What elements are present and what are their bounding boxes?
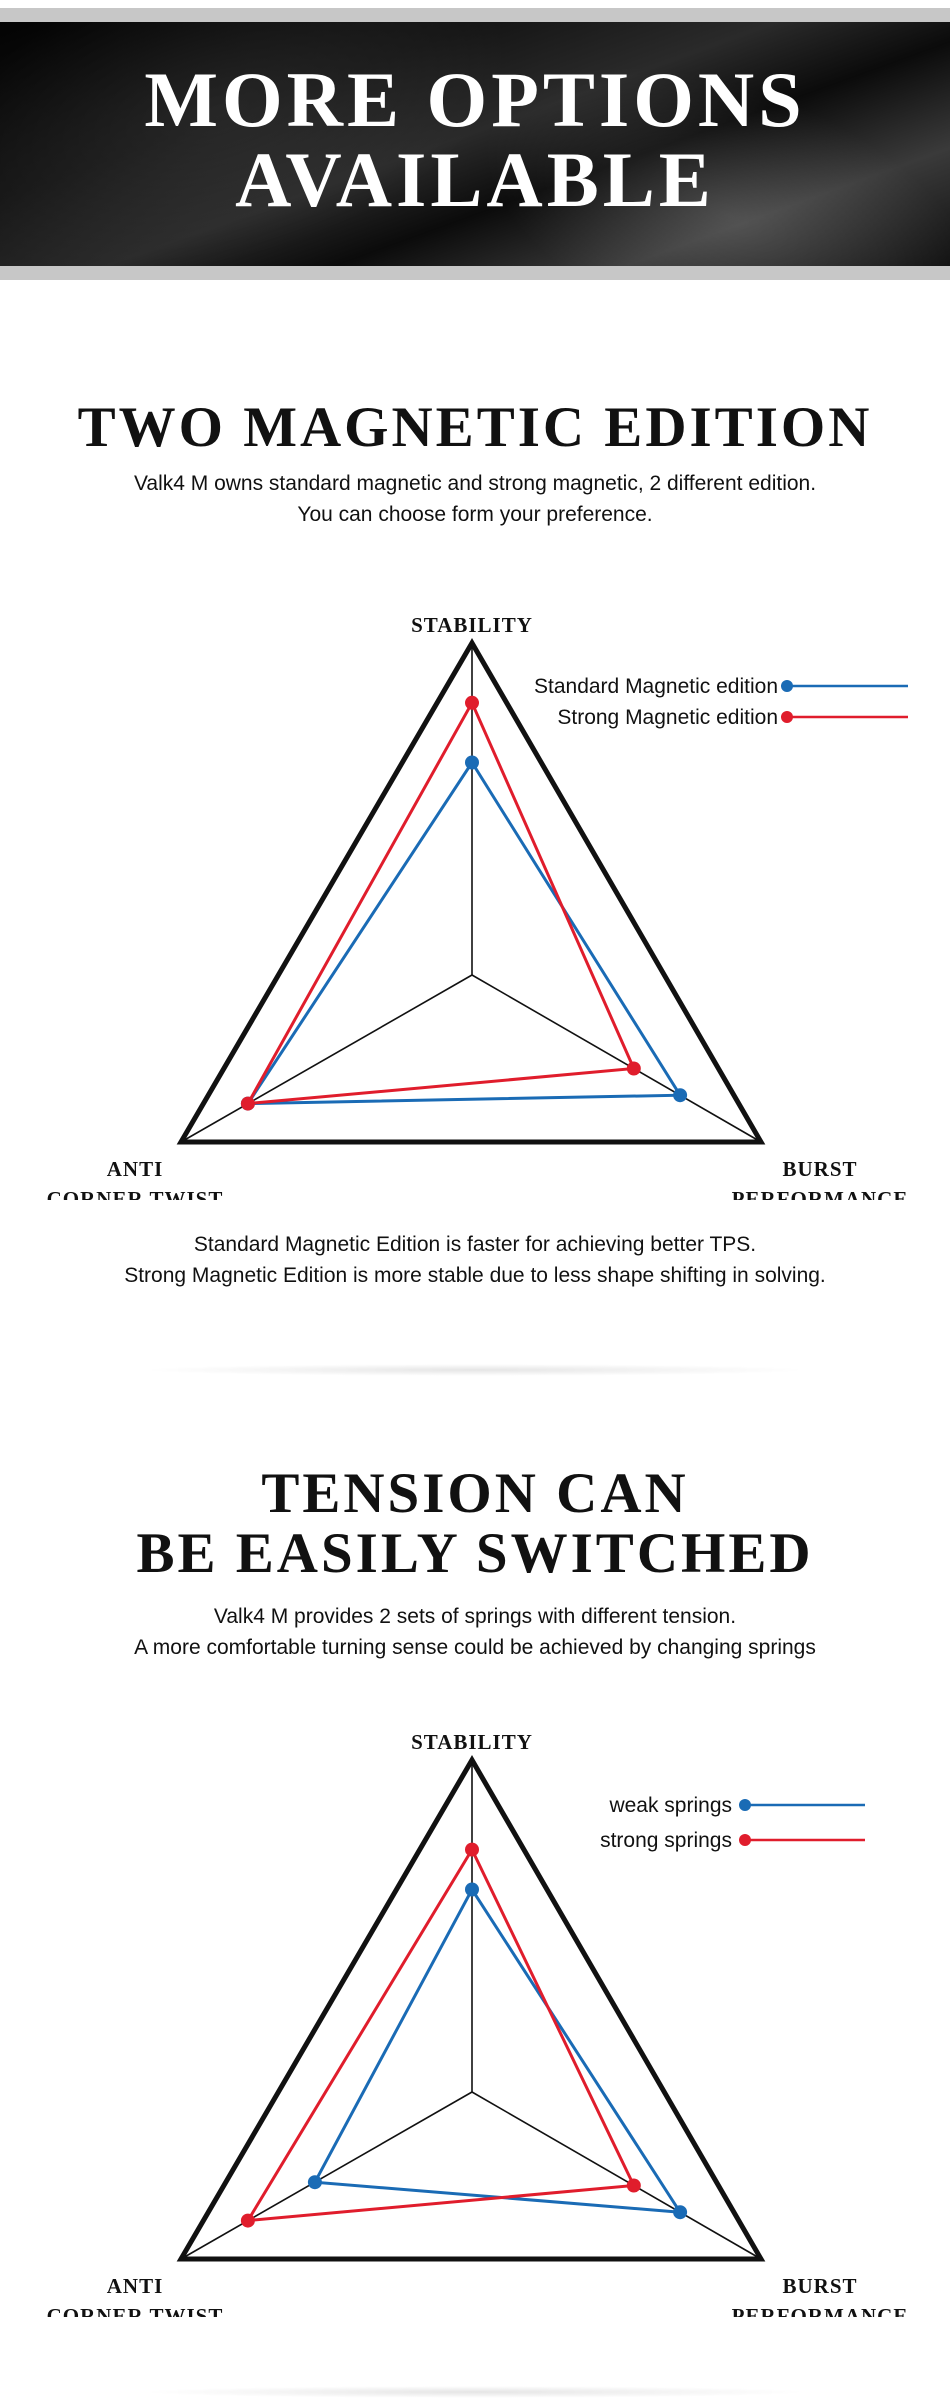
axis-label-line: PERFORMANCE [732, 2304, 909, 2317]
axis-label-line: ANTI [107, 1157, 164, 1181]
section1-description: Valk4 M owns standard magnetic and stron… [0, 468, 950, 530]
axis-label-line: ANTI [107, 2274, 164, 2298]
section2-desc-line1: Valk4 M provides 2 sets of springs with … [213, 1605, 737, 1628]
axis-label-line: STABILITY [411, 1730, 533, 1754]
banner-title: MORE OPTIONS AVAILABLE [0, 60, 950, 220]
axis-label-line: CORNER TWIST [47, 1187, 224, 1200]
legend-label: Standard Magnetic edition [534, 675, 778, 698]
axis-label-stability: STABILITY [411, 1730, 533, 1754]
radar-spoke-anti [180, 2091, 473, 2260]
radar-spoke-anti [180, 974, 473, 1143]
radar-series-line [245, 1846, 637, 2223]
radar-series-line [245, 699, 637, 1106]
radar-outline [176, 638, 766, 1145]
radar-point-anti [240, 1096, 255, 1111]
legend-label: weak springs [608, 1794, 732, 1817]
radar-point-stability [465, 1882, 479, 1897]
legend-item: Strong Magnetic edition [557, 706, 908, 729]
axis-label-line: BURST [782, 1157, 857, 1181]
legend-item: weak springs [608, 1794, 865, 1817]
header-banner: MORE OPTIONS AVAILABLE [0, 8, 950, 280]
section2-description: Valk4 M provides 2 sets of springs with … [0, 1601, 950, 1663]
axis-label-line: BURST [782, 2274, 857, 2298]
radar-point-burst [673, 1088, 688, 1103]
banner-title-line1: MORE OPTIONS [144, 56, 806, 143]
banner-background: MORE OPTIONS AVAILABLE [0, 22, 950, 266]
axis-label-line: CORNER TWIST [47, 2304, 224, 2317]
radar-spoke-burst [471, 2091, 762, 2260]
radar-point-stability [465, 695, 479, 710]
axis-label-line: PERFORMANCE [732, 1187, 909, 1200]
legend-item: Standard Magnetic edition [534, 675, 908, 698]
section-divider [140, 1364, 810, 1376]
legend-label: strong springs [600, 1829, 732, 1852]
radar-point-burst [673, 2205, 688, 2220]
radar-spoke-burst [471, 974, 762, 1143]
section1-footnote-line2: Strong Magnetic Edition is more stable d… [124, 1264, 826, 1287]
radar-point-anti [307, 2175, 322, 2190]
section1-title-line: TWO MAGNETIC EDITION [77, 396, 873, 459]
axis-label-burst: BURST PERFORMANCE [732, 2274, 909, 2317]
section1-footnote: Standard Magnetic Edition is faster for … [0, 1229, 950, 1291]
section1-footnote-line1: Standard Magnetic Edition is faster for … [193, 1233, 757, 1256]
radar-point-stability [465, 755, 479, 770]
banner-title-line2: AVAILABLE [235, 136, 715, 223]
bottom-divider [140, 2386, 810, 2398]
legend-dot [739, 1834, 751, 1846]
legend-dot [781, 711, 793, 723]
section2-desc-line2: A more comfortable turning sense could b… [134, 1636, 816, 1659]
radar-chart-springs: STABILITY BURST PERFORMANCE ANTI CORNER TWIS… [47, 1730, 909, 2317]
section2-title-line1: TENSION CAN [261, 1462, 689, 1525]
axis-label-line: STABILITY [411, 613, 533, 637]
legend-label: Strong Magnetic edition [557, 706, 778, 729]
radar-point-burst [626, 2178, 641, 2193]
radar-point-stability [465, 1842, 479, 1857]
axis-label-burst: BURST PERFORMANCE [732, 1157, 909, 1200]
axis-label-anti: ANTI CORNER TWIST [47, 2274, 224, 2317]
section2-title-line2: BE EASILY SWITCHED [136, 1522, 814, 1585]
radar-series-line [245, 759, 683, 1106]
legend-dot [781, 680, 793, 692]
radar-outline [176, 1755, 766, 2262]
axis-label-anti: ANTI CORNER TWIST [47, 1157, 224, 1200]
section1-desc-line2: You can choose form your preference. [297, 503, 653, 526]
section1-title: TWO MAGNETIC EDITION [0, 398, 950, 458]
radar-chart-magnetic: STABILITY BURST PERFORMANCE ANTI CORNER TWIS… [47, 613, 909, 1200]
radar-point-anti [240, 2213, 255, 2228]
radar-point-burst [626, 1061, 641, 1076]
axis-label-stability: STABILITY [411, 613, 533, 637]
legend-item: strong springs [600, 1829, 865, 1852]
section2-title: TENSION CAN BE EASILY SWITCHED [0, 1464, 950, 1584]
legend-dot [739, 1799, 751, 1811]
section1-desc-line1: Valk4 M owns standard magnetic and stron… [133, 472, 817, 495]
